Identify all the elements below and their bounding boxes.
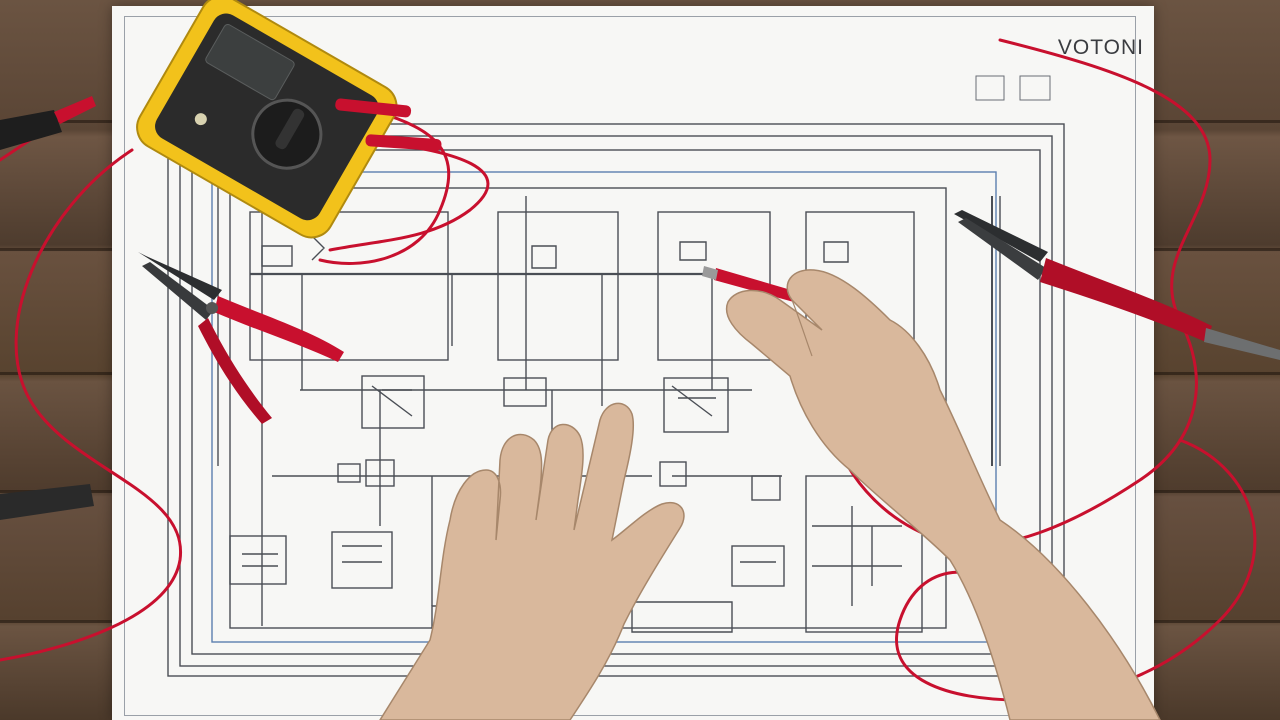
component-block [731,545,785,587]
sheet-border [124,16,1136,716]
component-block [663,377,729,433]
frame-outer [167,123,1065,677]
frame-3 [191,149,1041,655]
component-block [337,463,361,483]
component-block [659,461,687,487]
meter-probe-plugs [335,98,442,151]
component-block [229,535,287,585]
component-block [361,375,425,429]
component-block [497,211,619,361]
pliers-left [138,252,344,424]
pliers-right [954,210,1280,360]
meter-lead-2 [328,138,490,252]
component-block [503,377,547,407]
right-hand [702,266,1161,720]
left-lead [0,148,182,662]
sheet-title-text: VOTONI [1057,36,1144,59]
left-hand [379,402,685,720]
circuit-diagram [167,75,1065,677]
multimeter [136,0,398,239]
probe-left-edge [0,96,96,520]
component-block [331,531,393,589]
frame-2 [179,135,1053,667]
component-block [249,211,449,361]
meter-lead-1 [318,98,451,265]
component-block [751,475,781,501]
